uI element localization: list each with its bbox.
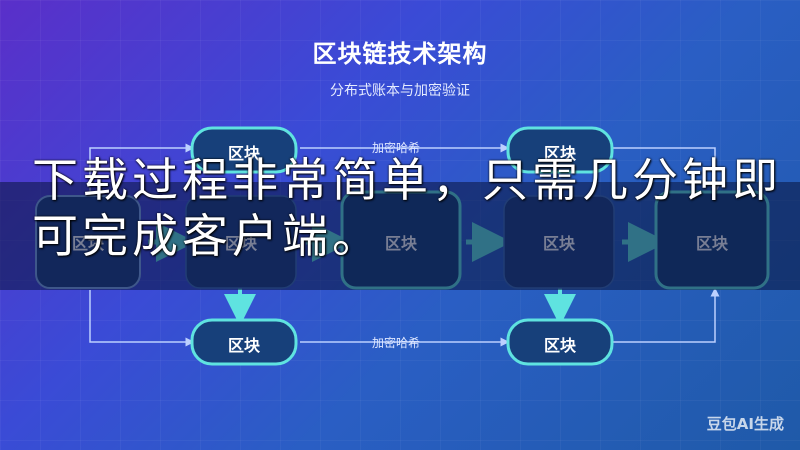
edge-label-top: 加密哈希 — [372, 141, 421, 155]
diagram-title: 区块链技术架构 — [312, 40, 488, 68]
connector-top-left — [89, 143, 195, 192]
node-bottom-right-label: 区块 — [543, 336, 576, 355]
watermark: 豆包AI生成 — [706, 415, 784, 433]
overlay-band — [0, 182, 800, 290]
diagram-subtitle: 分布式账本与加密验证 — [330, 83, 470, 99]
connector-bottom-left — [89, 290, 195, 347]
node-top-right-label: 区块 — [543, 144, 576, 163]
node-bottom-right — [506, 318, 614, 366]
node-bottom-left — [190, 318, 298, 366]
node-top-left-label: 区块 — [227, 144, 260, 163]
node-top-right — [506, 126, 614, 174]
overlay-caption: 下载过程非常简单，只需几分钟即可完成客户端。 — [32, 153, 782, 263]
connector-top-right — [612, 147, 720, 195]
connector-bottom-right — [612, 287, 720, 343]
node-top-left — [190, 126, 298, 174]
edge-label-bottom: 加密哈希 — [372, 336, 421, 350]
node-bottom-left-label: 区块 — [227, 336, 260, 355]
